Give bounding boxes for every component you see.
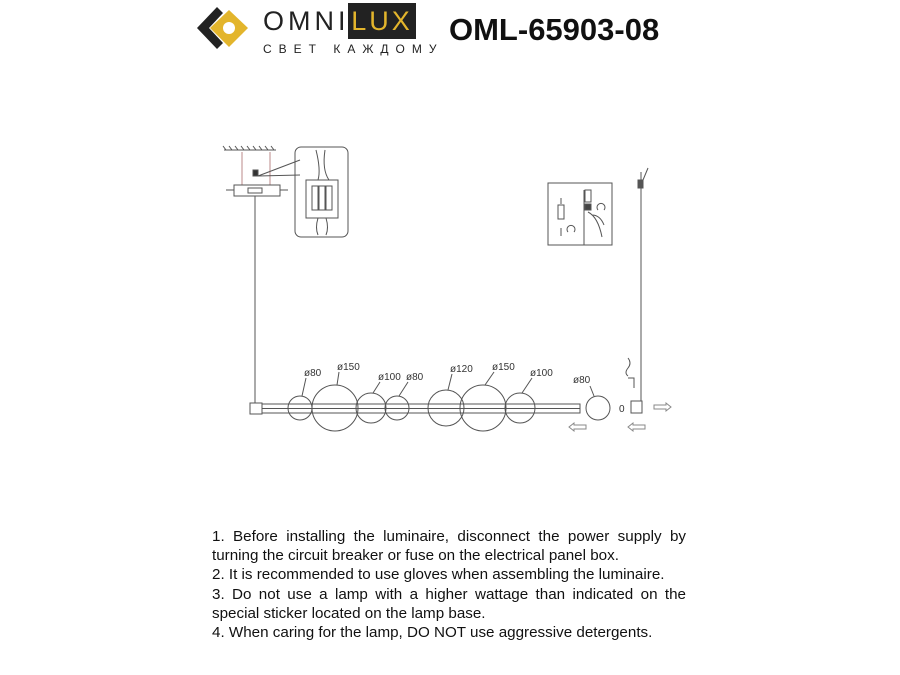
loose-ring-dimension: ø80 bbox=[573, 375, 591, 386]
spacer-label: 0 bbox=[619, 404, 625, 415]
arrow-left-icon bbox=[627, 421, 646, 433]
assembly-inset bbox=[547, 182, 613, 246]
terminal-block-detail bbox=[294, 146, 349, 238]
ring-dimension-label: ø80 bbox=[406, 372, 424, 383]
leader-line bbox=[336, 371, 340, 386]
note-1: 1. Before installing the luminaire, disc… bbox=[212, 528, 686, 565]
leader-line bbox=[484, 371, 495, 386]
leader-line bbox=[301, 377, 307, 397]
cable-clamp bbox=[637, 167, 649, 189]
logo-tagline: СВЕТ КАЖДОМУ bbox=[263, 42, 444, 56]
ring-dimension-label: ø80 bbox=[304, 368, 322, 379]
shade-ring bbox=[427, 389, 465, 427]
ring-dimension-label: ø150 bbox=[492, 362, 515, 373]
installation-diagram: ø80 ø150 ø100 ø80 ø120 ø150 ø100 ø80 0 bbox=[222, 145, 672, 433]
bracket-mark bbox=[628, 377, 635, 388]
direction-arrows bbox=[568, 401, 672, 433]
note-4: 4. When caring for the lamp, DO NOT use … bbox=[212, 624, 653, 642]
arrow-left-icon bbox=[568, 421, 587, 433]
loose-ring bbox=[585, 395, 611, 421]
rotate-icon bbox=[625, 357, 631, 377]
logo-text-omni: OMNI bbox=[263, 6, 350, 36]
shade-ring bbox=[355, 392, 387, 424]
logo-text-lux: LUX bbox=[348, 3, 416, 39]
rotate-icon bbox=[566, 202, 606, 233]
shade-ring bbox=[504, 392, 536, 424]
ring-dimension-labels: ø80 ø150 ø100 ø80 ø120 ø150 ø100 bbox=[301, 362, 553, 397]
safety-notes: 1. Before installing the luminaire, disc… bbox=[212, 527, 686, 642]
ceiling-mount bbox=[222, 145, 301, 403]
ring-dimension-label: ø100 bbox=[378, 372, 401, 383]
shade-ring bbox=[384, 395, 410, 421]
logo-icon bbox=[197, 7, 248, 49]
ring-dimension-label: ø150 bbox=[337, 362, 360, 373]
end-cap bbox=[630, 400, 643, 414]
leader-line bbox=[372, 381, 381, 394]
shade-rings bbox=[287, 384, 536, 432]
leader-line bbox=[447, 373, 453, 391]
leader-line bbox=[521, 377, 533, 394]
shade-ring bbox=[459, 384, 507, 432]
leader-line bbox=[398, 381, 409, 397]
note-2: 2. It is recommended to use gloves when … bbox=[212, 566, 665, 584]
model-number: OML-65903-08 bbox=[449, 12, 660, 47]
note-3: 3. Do not use a lamp with a higher watta… bbox=[212, 585, 686, 622]
lamp-bar bbox=[249, 402, 581, 415]
shade-ring bbox=[311, 384, 359, 432]
ring-dimension-label: ø120 bbox=[450, 364, 473, 375]
hand-icon bbox=[587, 211, 605, 238]
ring-dimension-label: ø100 bbox=[530, 368, 553, 379]
arrow-right-icon bbox=[653, 401, 672, 413]
leader-line bbox=[589, 385, 595, 397]
